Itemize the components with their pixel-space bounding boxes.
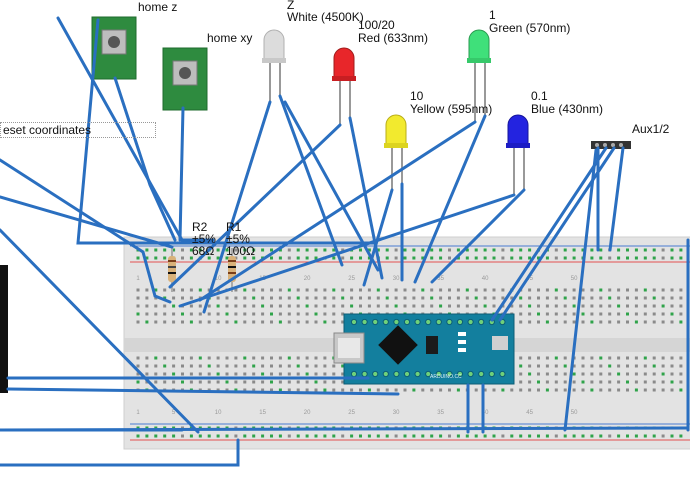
label-home-z: home z [138,0,178,14]
led-white [262,29,286,102]
label-led-blue-color: Blue (430nm) [531,102,604,116]
arduino-pin [393,370,400,378]
arduino-pin [425,318,432,326]
arduino-pins [350,318,506,378]
label-led-yellow-color: Yellow (595nm) [410,102,493,116]
arduino-pin [361,318,368,326]
arduino-pin [435,370,442,378]
pushbutton-home-xy [162,47,208,111]
label-led-green-color: Green (570nm) [489,21,571,35]
breadboard-number: 50 [571,276,578,282]
breadboard-number: 15 [259,410,266,416]
arduino-pin [499,370,506,378]
breadboard-number: 20 [304,276,311,282]
breadboard-number: 45 [526,410,533,416]
arduino-pin [350,318,358,326]
breadboard-number: 1 [136,276,140,282]
label-led-yellow-name: 10 [410,89,424,103]
arduino-pin [446,370,453,378]
label-reset-coordinates: eset coordinates [0,122,156,138]
label-r1-tolerance: ±5% [226,232,250,246]
arduino-pin [382,370,389,378]
black-module [0,265,8,393]
arduino-pin [414,370,421,378]
breadboard-number: 30 [393,276,400,282]
arduino-pin [488,370,495,378]
label-r1-name: R1 [226,220,242,234]
breadboard-number: 50 [571,410,578,416]
led-green [467,29,491,122]
label-r1-value: 100Ω [226,244,255,258]
arduino-nano: ARDUINO.CC [333,313,515,385]
label-aux: Aux1/2 [632,122,670,136]
breadboard-number: 40 [482,410,489,416]
label-r2-tolerance: ±5% [192,232,216,246]
breadboard-number: 10 [215,410,222,416]
label-led-green-name: 1 [489,8,496,22]
breadboard-number: 1 [136,410,140,416]
arduino-pin [350,370,358,378]
breadboard-number: 5 [172,410,176,416]
arduino-pin [446,318,453,326]
breadboard: 1155101015152020252530303535404045455050 [123,236,690,450]
label-r2-value: 68Ω [192,244,215,258]
led-red [332,47,356,125]
label-led-red-color: Red (633nm) [358,31,429,45]
arduino-pin [361,370,368,378]
label-r2-name: R2 [192,220,208,234]
arduino-pin [382,318,389,326]
arduino-pin [467,370,474,378]
label-led-white-color: White (4500K) [287,10,364,24]
breadboard-number: 25 [348,410,355,416]
breadboard-number: 25 [348,276,355,282]
breadboard-number: 20 [304,410,311,416]
aux-header [591,141,631,149]
arduino-pin [403,370,411,378]
arduino-pin [393,318,400,326]
wires [0,16,690,467]
arduino-board-name: ARDUINO.CC [430,374,462,380]
led-blue [506,114,530,195]
breadboard-number: 35 [437,276,444,282]
label-led-red-name: 100/20 [358,18,395,32]
arduino-pin [478,318,485,326]
label-home-xy: home xy [207,31,253,45]
breadboard-number: 40 [482,276,489,282]
arduino-pin [456,370,464,378]
arduino-pin [414,318,421,326]
arduino-pin [425,370,432,378]
arduino-pin [456,318,464,326]
arduino-pin [372,318,379,326]
arduino-pin [467,318,474,326]
led-yellow [384,114,408,190]
arduino-pin [372,370,379,378]
arduino-pin [478,370,485,378]
label-led-white-name: Z [287,0,295,12]
arduino-pin [403,318,411,326]
breadboard-number: 10 [215,276,222,282]
breadboard-number: 35 [437,410,444,416]
label-led-blue-name: 0.1 [531,89,548,103]
breadboard-number: 30 [393,410,400,416]
breadboard-number: 45 [526,276,533,282]
resistor-r1 [228,248,236,292]
arduino-pin [435,318,442,326]
